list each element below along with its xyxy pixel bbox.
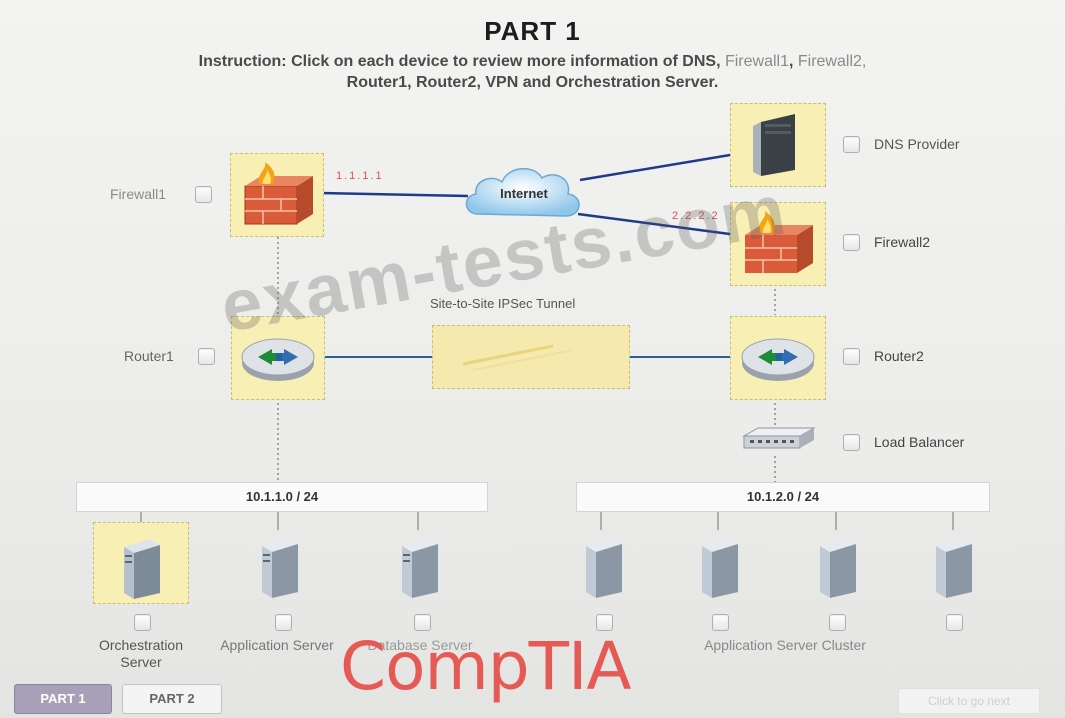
instruction-firewall2: Firewall2, bbox=[797, 53, 867, 70]
subnet-right: 10.1.2.0 / 24 bbox=[576, 482, 990, 512]
cluster-label: Application Server Cluster bbox=[704, 637, 866, 653]
database-server-checkbox[interactable] bbox=[414, 614, 431, 631]
tunnel-arrow-icon bbox=[462, 344, 574, 371]
cluster-server-3-checkbox[interactable] bbox=[829, 614, 846, 631]
database-server-device[interactable] bbox=[372, 522, 466, 602]
instruction-firewall1: Firewall1 bbox=[724, 53, 789, 70]
router1-device[interactable] bbox=[231, 316, 325, 400]
cluster-server-4[interactable] bbox=[906, 522, 1000, 602]
orchestration-server-checkbox[interactable] bbox=[134, 614, 151, 631]
router1-checkbox[interactable] bbox=[198, 348, 215, 365]
server-icon bbox=[402, 538, 438, 598]
router-icon bbox=[741, 338, 815, 381]
tab-part-2[interactable]: PART 2 bbox=[122, 684, 222, 714]
server-icon bbox=[124, 539, 160, 599]
application-server-device[interactable] bbox=[232, 522, 326, 602]
application-server-checkbox[interactable] bbox=[275, 614, 292, 631]
firewall2-device[interactable] bbox=[730, 202, 826, 286]
server-icon bbox=[936, 538, 972, 598]
switch-icon bbox=[742, 427, 816, 449]
router2-checkbox[interactable] bbox=[843, 348, 860, 365]
cloud-icon bbox=[465, 168, 580, 217]
internet-cloud[interactable]: Internet bbox=[460, 158, 588, 232]
dns-provider-checkbox[interactable] bbox=[843, 136, 860, 153]
subnet-left: 10.1.1.0 / 24 bbox=[76, 482, 488, 512]
vpn-tunnel[interactable] bbox=[432, 325, 630, 389]
cluster-server-4-checkbox[interactable] bbox=[946, 614, 963, 631]
firewall2-checkbox[interactable] bbox=[843, 234, 860, 251]
instruction-text: Instruction: Click on each device to rev… bbox=[198, 53, 867, 91]
firewall1-label: Firewall1 bbox=[110, 186, 167, 202]
orchestration-server-device[interactable] bbox=[93, 522, 189, 604]
firewall2-label: Firewall2 bbox=[874, 234, 931, 250]
page-title: PART 1 bbox=[484, 16, 581, 46]
router-icon bbox=[241, 338, 315, 381]
cluster-server-2-checkbox[interactable] bbox=[712, 614, 729, 631]
tab-part-1[interactable]: PART 1 bbox=[14, 684, 112, 714]
firewall1-checkbox[interactable] bbox=[195, 186, 212, 203]
firewall2-ip: 2.2.2.2 bbox=[672, 210, 720, 222]
cluster-server-1-checkbox[interactable] bbox=[596, 614, 613, 631]
instruction-line-2: Router1, Router2, VPN and Orchestration … bbox=[346, 74, 719, 91]
server-icon bbox=[262, 538, 298, 598]
firewall1-ip: 1.1.1.1 bbox=[336, 170, 384, 182]
cluster-server-3[interactable] bbox=[790, 522, 884, 602]
server-icon bbox=[586, 538, 622, 598]
load-balancer-label: Load Balancer bbox=[874, 434, 965, 450]
next-button[interactable]: Click to go next bbox=[898, 688, 1040, 714]
tunnel-label: Site-to-Site IPSec Tunnel bbox=[430, 296, 576, 311]
server-tower-icon bbox=[753, 114, 795, 176]
router2-label: Router2 bbox=[874, 348, 924, 364]
server-icon bbox=[702, 538, 738, 598]
load-balancer-device[interactable] bbox=[738, 424, 818, 456]
firewall-icon bbox=[244, 162, 313, 225]
internet-label: Internet bbox=[500, 186, 548, 201]
dns-provider-device[interactable] bbox=[730, 103, 826, 187]
cluster-server-1[interactable] bbox=[556, 522, 650, 602]
router2-device[interactable] bbox=[730, 316, 826, 400]
firewall1-device[interactable] bbox=[230, 153, 324, 237]
firewall-icon bbox=[745, 211, 813, 273]
cluster-server-2[interactable] bbox=[672, 522, 766, 602]
orchestration-server-label: Orchestration Server bbox=[98, 637, 184, 670]
load-balancer-checkbox[interactable] bbox=[843, 434, 860, 451]
router1-label: Router1 bbox=[124, 348, 174, 364]
dns-provider-label: DNS Provider bbox=[874, 136, 960, 152]
database-server-label: Database Server bbox=[367, 637, 473, 653]
server-icon bbox=[820, 538, 856, 598]
instruction-line-1: Instruction: Click on each device to rev… bbox=[198, 53, 721, 70]
comptia-logo: CompTIA bbox=[340, 628, 632, 705]
application-server-label: Application Server bbox=[220, 637, 334, 653]
